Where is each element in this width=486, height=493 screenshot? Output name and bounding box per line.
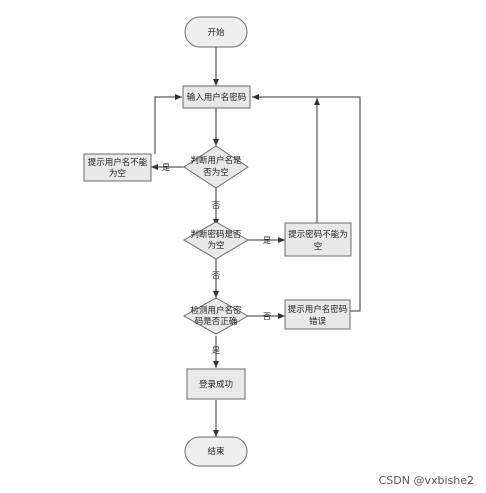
tip-user-empty-line2: 为空 xyxy=(109,168,126,179)
node-input: 输入用户名密码 xyxy=(182,85,251,109)
success-label: 登录成功 xyxy=(199,379,233,390)
input-label: 输入用户名密码 xyxy=(187,92,247,103)
check-user-empty-line1: 判断用户名是 xyxy=(190,155,242,166)
edge-label-yes-pwd: 是 xyxy=(263,236,271,245)
edge-label-no-correct: 否 xyxy=(263,312,271,321)
check-correct-line1: 检测用户名密 xyxy=(190,305,242,316)
arrow-tip-user-back xyxy=(154,94,182,154)
edge-label-yes-user: 是 xyxy=(162,163,170,172)
node-start: 开始 xyxy=(184,16,248,48)
node-success: 登录成功 xyxy=(186,368,246,400)
edge-label-yes-correct: 是 xyxy=(212,346,220,355)
edge-label-no-user: 否 xyxy=(212,201,220,210)
tip-wrong-line1: 提示用户名密码 xyxy=(288,304,348,315)
check-correct-line2: 码是否正确 xyxy=(195,316,238,327)
node-tip-user-empty: 提示用户名不能 为空 xyxy=(83,153,152,182)
node-check-correct: 检测用户名密 码是否正确 xyxy=(182,297,250,335)
tip-wrong-line2: 错误 xyxy=(309,316,327,327)
check-user-empty-line2: 否为空 xyxy=(203,167,229,178)
node-tip-pwd-empty: 提示密码不能为 空 xyxy=(284,222,352,257)
node-tip-wrong: 提示用户名密码 错误 xyxy=(284,299,351,330)
tip-pwd-empty-line2: 空 xyxy=(314,241,323,252)
start-label: 开始 xyxy=(207,27,225,38)
node-check-pwd-empty: 判断密码是否 为空 xyxy=(183,221,249,260)
end-label: 结束 xyxy=(207,446,225,457)
csdn-watermark: CSDN @vxbishe2 xyxy=(379,474,474,487)
node-check-user-empty: 判断用户名是 否为空 xyxy=(183,145,249,189)
edge-label-no-pwd: 否 xyxy=(212,271,220,280)
arrow-tip-wrong-back xyxy=(252,94,361,312)
node-end: 结束 xyxy=(184,436,248,467)
check-pwd-empty-line1: 判断密码是否 xyxy=(190,229,242,240)
connectors xyxy=(151,47,361,437)
tip-user-empty-line1: 提示用户名不能 xyxy=(88,157,148,168)
tip-pwd-empty-line1: 提示密码不能为 xyxy=(288,229,348,240)
check-pwd-empty-line2: 为空 xyxy=(207,240,224,251)
